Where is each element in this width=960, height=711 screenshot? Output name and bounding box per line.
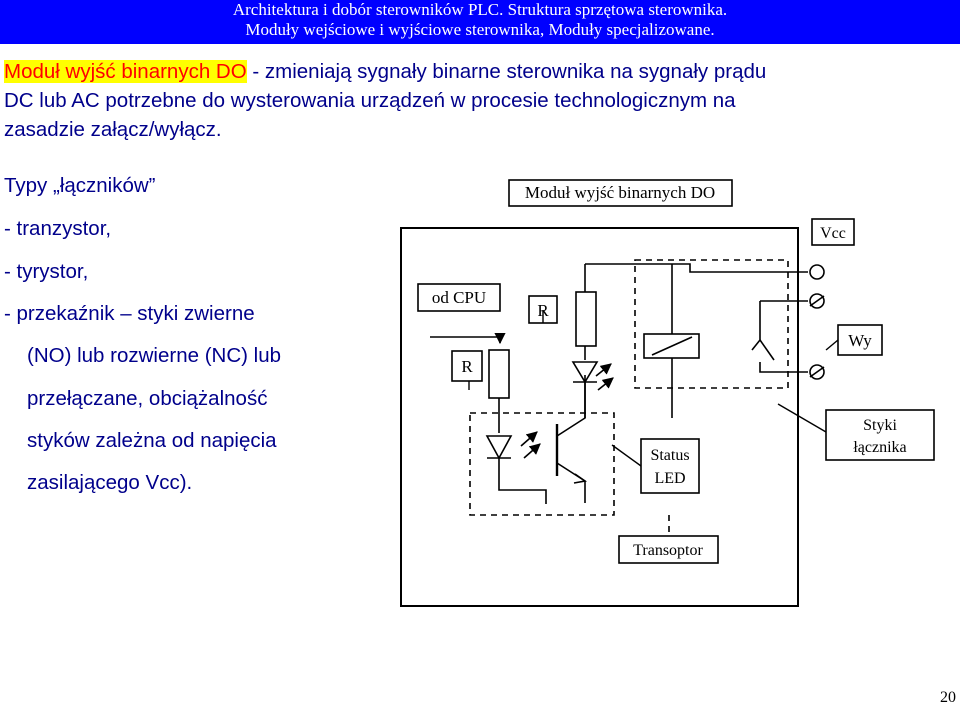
page-number: 20 <box>940 689 956 706</box>
type-item: zasilającego Vcc). <box>27 471 193 494</box>
optocoupler-dashed <box>469 412 615 516</box>
collector-wire <box>556 375 586 437</box>
styki-leader <box>777 403 827 433</box>
vcc-wire <box>585 263 808 273</box>
contacts-box <box>825 409 935 461</box>
status-label-1: Status <box>650 447 689 464</box>
diagram-title-box <box>508 179 733 207</box>
header-line-1: Architektura i dobór sterowników PLC. St… <box>232 0 728 19</box>
module-border <box>400 227 799 607</box>
output-label: Wy <box>848 331 872 350</box>
transoptor-box <box>618 535 719 564</box>
transoptor-label: Transoptor <box>633 542 703 559</box>
status-led <box>571 361 599 384</box>
resistor-1 <box>488 349 510 399</box>
relay-dashed <box>634 259 789 389</box>
status-light-arrow <box>597 377 614 391</box>
vcc-label: Vcc <box>820 225 846 242</box>
relay-coil-slash <box>651 336 693 356</box>
intro-paragraph: Moduł wyjść binarnych DO - zmieniają syg… <box>4 57 944 144</box>
led-leader <box>611 444 642 467</box>
cpu-box <box>417 283 501 312</box>
resistor-2 <box>575 291 597 347</box>
wy-leader <box>825 339 839 351</box>
contacts-label-1: Styki <box>863 417 897 434</box>
cpu-label: od CPU <box>432 288 486 307</box>
types-title: Typy „łączników” <box>4 174 156 197</box>
input-led <box>485 435 513 460</box>
resistor-label-box-2 <box>451 350 483 382</box>
intro-line-2: DC lub AC potrzebne do wysterowania urzą… <box>4 89 736 112</box>
intro-line-3: zasadzie załącz/wyłącz. <box>4 118 222 141</box>
resistor-label-2: R <box>461 357 473 376</box>
vcc-box <box>811 218 855 246</box>
terminal-mark <box>809 295 825 307</box>
header-line-2: Moduły wejściowe i wyjściowe sterownika,… <box>245 20 715 39</box>
type-item: (NO) lub rozwierne (NC) lub <box>27 344 282 367</box>
status-label-2: LED <box>654 470 685 487</box>
relay-switch <box>759 339 775 361</box>
status-light-arrow <box>595 363 612 377</box>
relay-contact <box>751 301 761 351</box>
type-item: - tyrystor, <box>4 260 89 283</box>
input-arrow <box>430 332 506 345</box>
diagram-title: Moduł wyjść binarnych DO <box>525 183 715 202</box>
intro-highlight: Moduł wyjść binarnych DO <box>4 60 247 83</box>
type-item: - tranzystor, <box>4 217 112 240</box>
header-bar: Architektura i dobór sterowników PLC. St… <box>0 0 960 44</box>
type-item: styków zależna od napięcia <box>27 429 277 452</box>
contacts-label-2: łącznika <box>853 439 906 456</box>
terminal-mark <box>809 366 825 378</box>
light-arrow <box>520 431 538 447</box>
type-item: - przekaźnik – styki zwierne <box>4 302 255 325</box>
intro-line-1: - zmieniają sygnały binarne sterownika n… <box>246 60 767 83</box>
resistor-label-1: R <box>537 301 549 320</box>
light-arrow <box>523 443 541 459</box>
wire <box>498 458 547 504</box>
terminal-vcc <box>809 264 825 280</box>
wire <box>759 362 808 373</box>
emitter-arrow <box>573 473 588 484</box>
emitter-wire <box>556 462 586 503</box>
type-item: przełączane, obciążalność <box>27 387 268 410</box>
